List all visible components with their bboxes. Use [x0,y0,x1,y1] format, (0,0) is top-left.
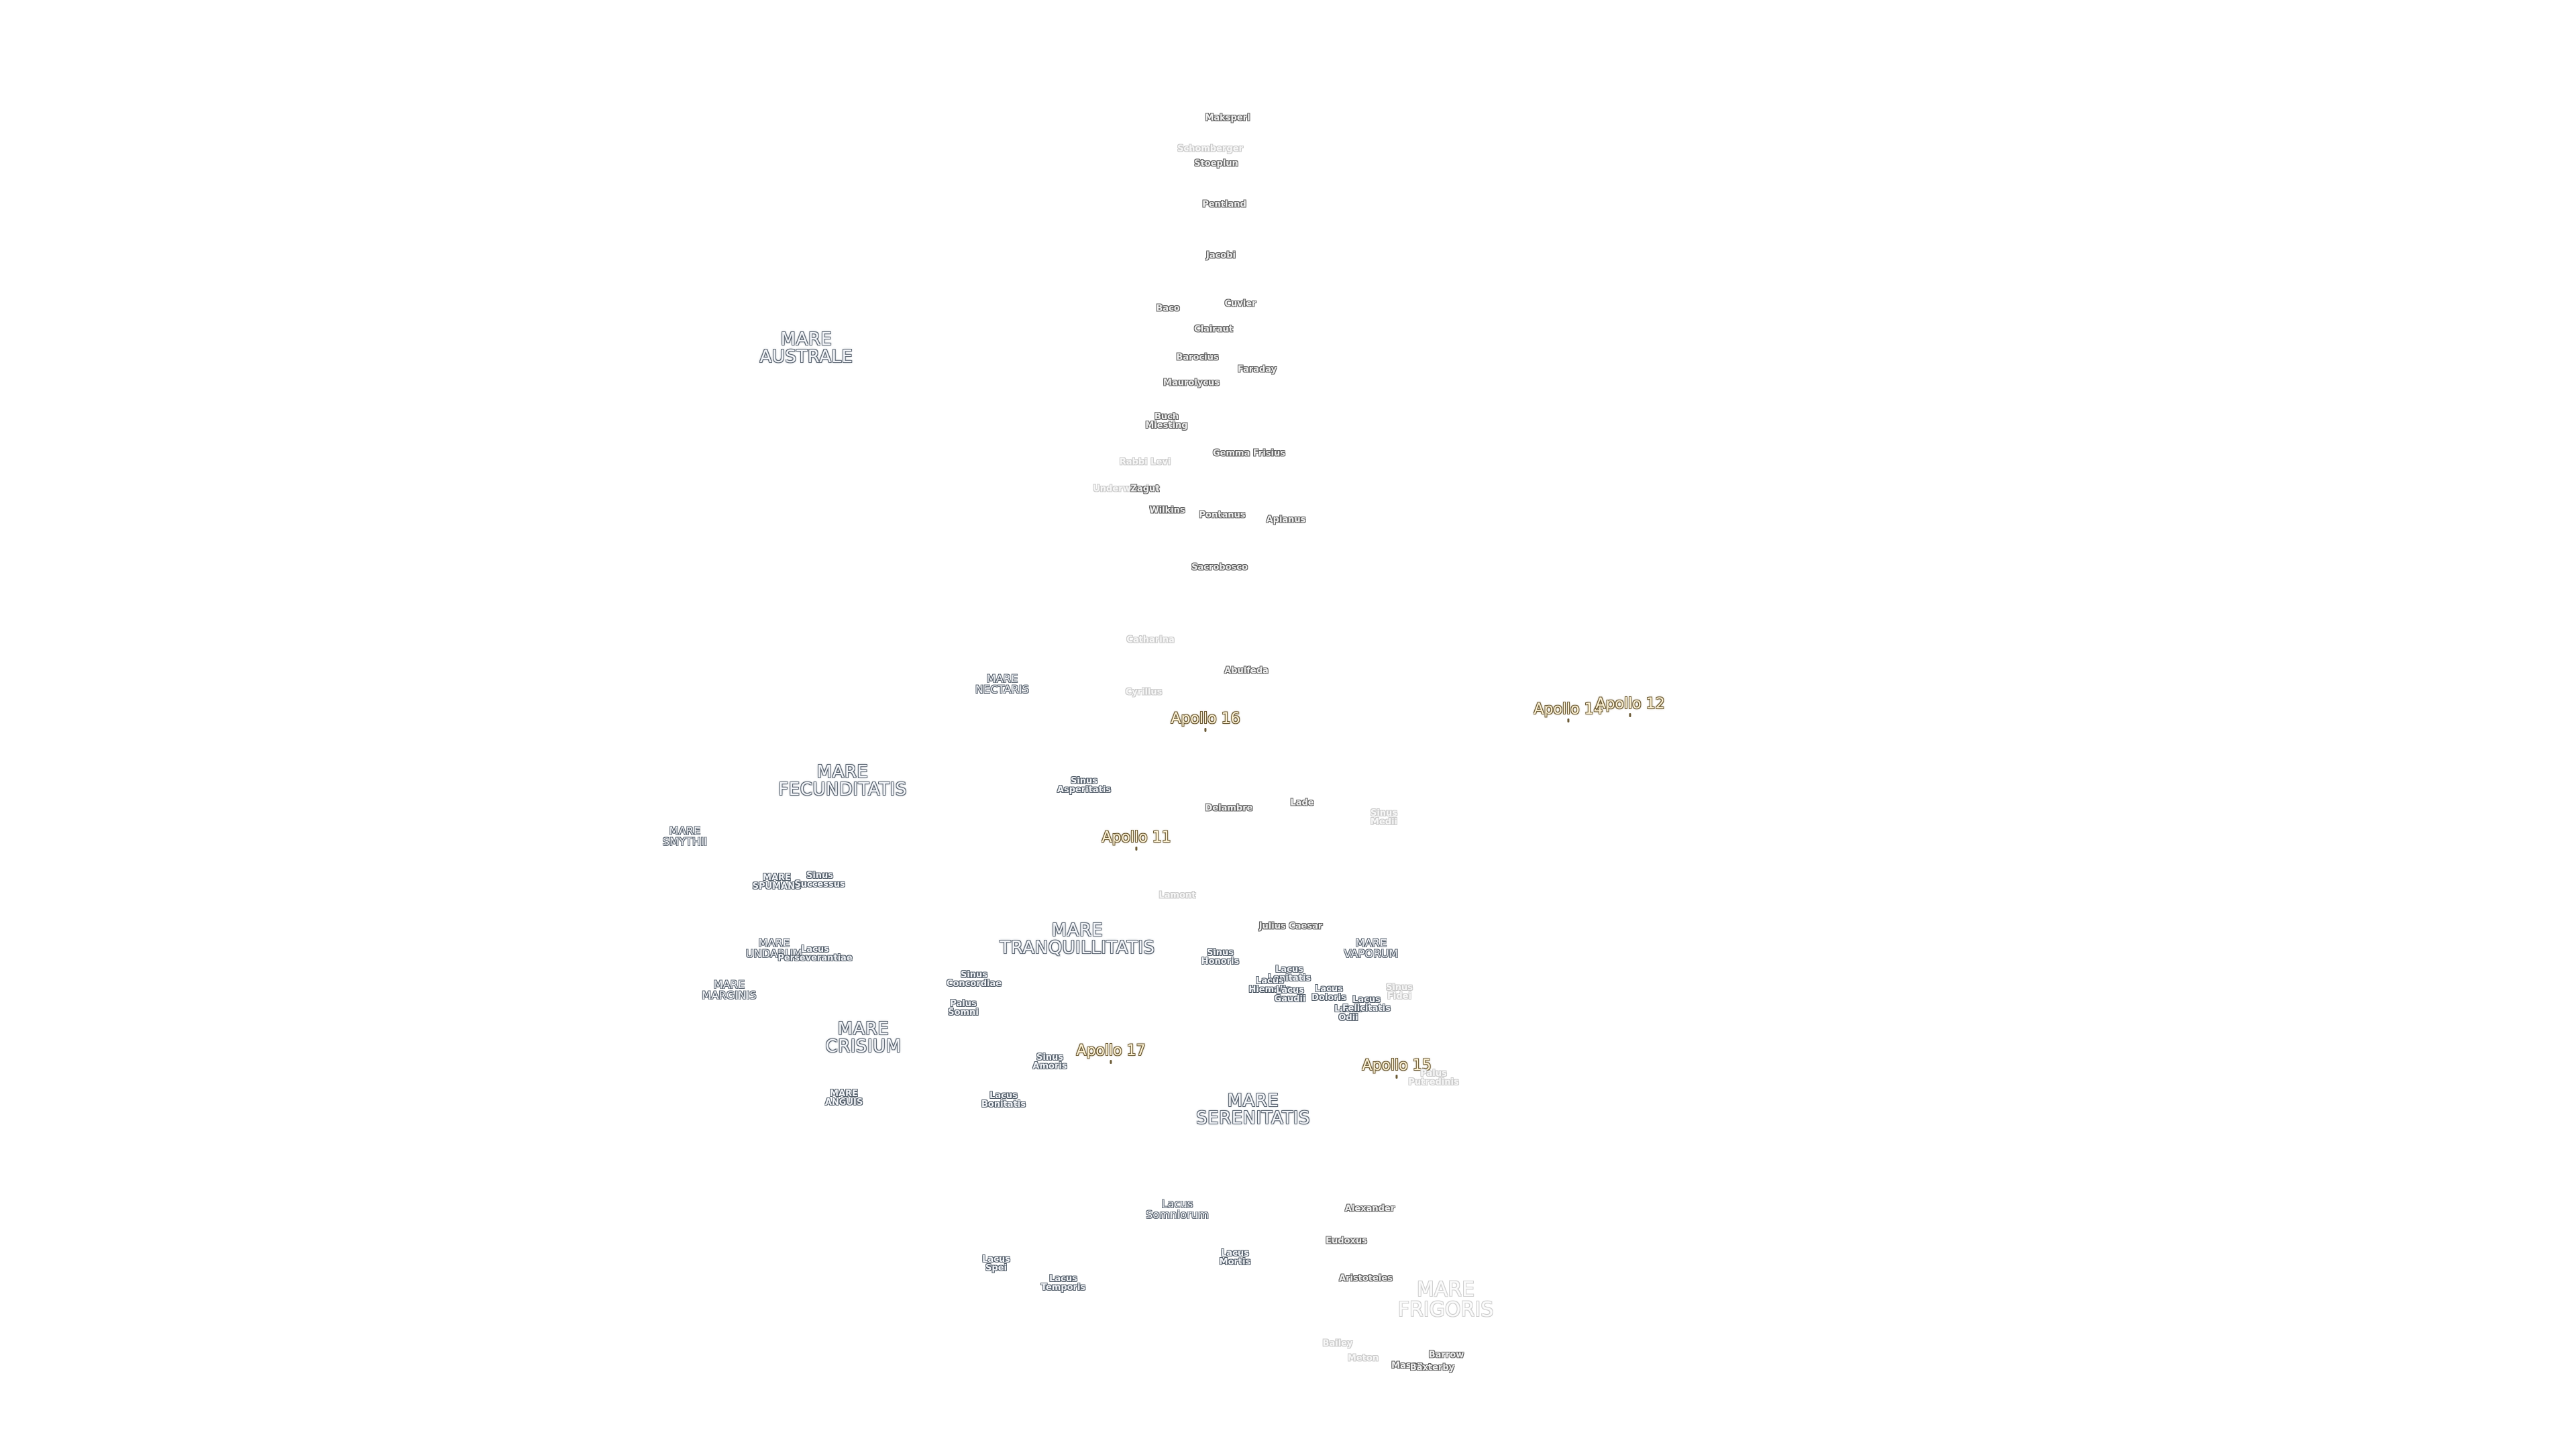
label-catharina[interactable]: Catharina [1126,635,1175,645]
label-underwood[interactable]: Underwood [1093,484,1149,494]
label-mare-anguis[interactable]: MARE ANGUIS [824,1089,863,1108]
label-mare-frigoris[interactable]: MARE FRIGORIS [1397,1278,1494,1322]
label-clairaut[interactable]: Clairaut [1194,324,1233,335]
label-schomberger[interactable]: Schomberger [1177,144,1243,154]
label-pontanus[interactable]: Pontanus [1199,510,1246,521]
label-jacobi[interactable]: Jacobi [1205,250,1236,261]
label-maurolycus[interactable]: Maurolycus [1163,378,1220,388]
label-buch-miesting[interactable]: Buch Miesting [1145,412,1188,431]
label-mare-australe[interactable]: MARE AUSTRALE [759,329,853,367]
label-lacus-odii[interactable]: Lacus Odii [1334,1004,1362,1023]
marker-apollo-15[interactable]: Apollo 15 [1362,1059,1431,1079]
label-mare-marginis[interactable]: MARE MARGINIS [702,978,757,1002]
label-lacus-spei[interactable]: Lacus Spei [982,1254,1010,1273]
label-mare-nectaris[interactable]: MARE NECTARIS [975,672,1030,696]
label-delambre[interactable]: Delambre [1205,803,1253,814]
label-sinus-concordiae[interactable]: Sinus Concordiae [946,970,1002,989]
label-lacus-perseverantiae[interactable]: Lacus Perseverantiae [777,945,853,963]
label-meton[interactable]: Meton [1347,1353,1379,1364]
label-cyrillus[interactable]: Cyrillus [1125,687,1163,698]
label-apianus[interactable]: Apianus [1266,515,1306,525]
label-maksperl[interactable]: Maksperl [1205,113,1250,123]
label-lamont[interactable]: Lamont [1159,890,1196,901]
label-lacus-bonitatis[interactable]: Lacus Bonitatis [981,1091,1026,1110]
label-mare-tranquillitatis[interactable]: MARE TRANQUILLITATIS [1000,920,1155,958]
label-lacus-doloris[interactable]: Lacus Doloris [1311,984,1346,1003]
label-sinus-successus[interactable]: Sinus Successus [794,871,845,890]
label-julius-caesar[interactable]: Julius Caesar [1258,921,1323,932]
label-mare-spumans[interactable]: MARE SPUMANS [752,873,802,892]
label-zagut[interactable]: Zagut [1130,484,1160,494]
label-sacrobosco[interactable]: Sacrobosco [1191,562,1248,573]
label-barrow[interactable]: Barrow [1428,1350,1464,1360]
label-lacus-somniorum[interactable]: Lacus Somniorum [1145,1197,1210,1221]
label-lacus-mortis[interactable]: Lacus Mortis [1219,1248,1251,1267]
label-wilkins[interactable]: Wilkins [1149,505,1185,516]
label-mare-vaporum[interactable]: MARE VAPORUM [1344,936,1399,960]
label-sinus-amoris[interactable]: Sinus Amoris [1032,1053,1067,1071]
label-stoeplun[interactable]: Stoeplun [1194,158,1238,169]
label-lacus-temporis[interactable]: Lacus Temporis [1040,1274,1086,1293]
label-abulfeda[interactable]: Abulfeda [1224,665,1269,676]
label-mare-crisium[interactable]: MARE CRISIUM [825,1019,902,1057]
label-mare-smythii[interactable]: MARE SMYTHII [662,824,708,848]
label-mare-fecunditatis[interactable]: MARE FECUNDITATIS [778,762,907,800]
label-mason[interactable]: Mason [1391,1360,1424,1371]
label-mare-undarum[interactable]: MARE UNDARUM [745,936,803,960]
marker-apollo-17[interactable]: Apollo 17 [1076,1044,1145,1064]
label-baxterby[interactable]: Baxterby [1409,1362,1455,1373]
label-rabbi-levi[interactable]: Rabbi Levi [1119,457,1171,468]
label-lade[interactable]: Lade [1290,798,1314,808]
label-gemma-frisius[interactable]: Gemma Frisius [1213,448,1285,459]
label-faraday[interactable]: Faraday [1237,364,1277,375]
label-palus-putredinis[interactable]: Palus Putredinis [1408,1069,1459,1087]
label-bailey[interactable]: Bailey [1322,1338,1353,1349]
marker-apollo-16[interactable]: Apollo 16 [1171,712,1240,732]
label-sinus-honoris[interactable]: Sinus Honoris [1201,948,1240,967]
marker-apollo-12[interactable]: Apollo 12 [1595,697,1664,717]
label-sinus-medii[interactable]: Sinus Medii [1370,808,1398,827]
label-lacus-lenitatis[interactable]: Lacus Lenitatis [1267,965,1311,983]
label-aristoteles[interactable]: Aristoteles [1339,1273,1393,1284]
label-pentland[interactable]: Pentland [1202,199,1246,210]
label-mare-serenitatis[interactable]: MARE SERENITATIS [1196,1091,1310,1128]
label-sinus-fidei[interactable]: Sinus Fidei [1385,983,1413,1002]
label-sinus-asperitatis[interactable]: Sinus Asperitatis [1057,776,1112,795]
label-palus-somni[interactable]: Palus Somni [948,999,979,1018]
label-lacus-hiemalis[interactable]: Lacus Hiemalis [1248,976,1291,995]
label-barocius[interactable]: Barocius [1176,352,1219,363]
label-alexander[interactable]: Alexander [1344,1203,1395,1214]
label-lacus-felicitatis[interactable]: Lacus Felicitatis [1342,995,1391,1014]
label-baco[interactable]: Baco [1156,303,1180,314]
label-lacus-gaudii[interactable]: Lacus Gaudii [1274,985,1306,1004]
marker-apollo-14[interactable]: Apollo 14 [1534,702,1603,722]
label-eudoxus[interactable]: Eudoxus [1326,1236,1367,1246]
marker-apollo-11[interactable]: Apollo 11 [1102,830,1171,851]
label-cuvier[interactable]: Cuvier [1224,299,1256,309]
